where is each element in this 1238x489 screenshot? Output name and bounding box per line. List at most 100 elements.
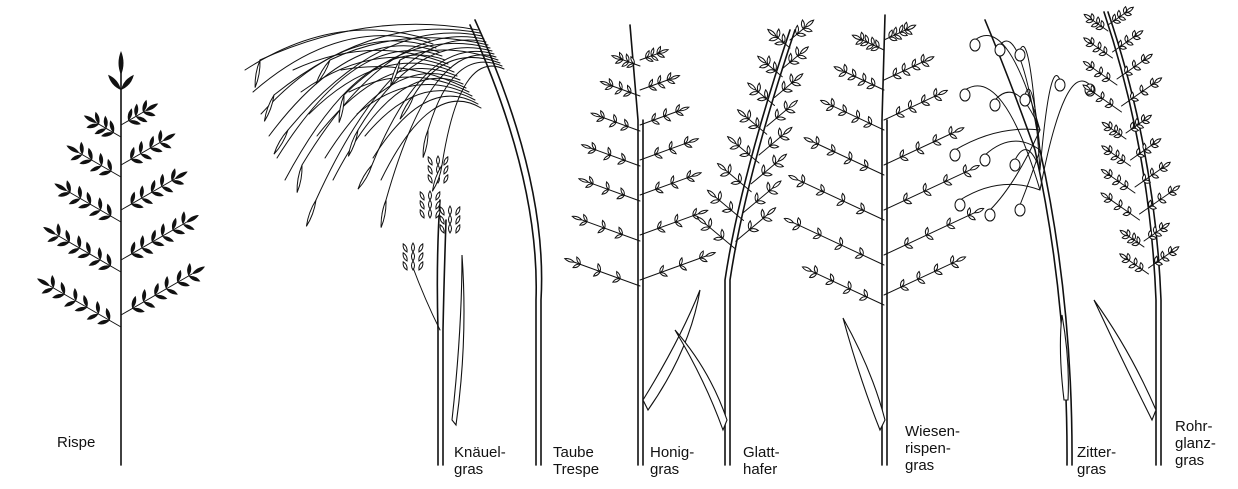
spikelet-mark bbox=[651, 56, 658, 61]
spikelet-mark bbox=[255, 60, 260, 88]
spikelet-mark bbox=[617, 195, 624, 199]
spikelet-mark bbox=[773, 62, 776, 71]
spikelet-mark bbox=[440, 225, 444, 233]
spikelet-mark bbox=[925, 57, 934, 61]
spikelet-mark bbox=[1169, 192, 1176, 195]
spikelet-mark bbox=[839, 112, 847, 115]
spikelet-mark bbox=[786, 110, 795, 113]
spikelet-mark bbox=[802, 267, 811, 271]
leaflet-mark bbox=[84, 116, 97, 124]
spikelet-mark bbox=[403, 244, 407, 252]
spikelet-mark bbox=[723, 209, 732, 212]
spikelet-mark bbox=[773, 181, 781, 188]
spikelet-mark bbox=[624, 93, 631, 97]
spikelet-mark bbox=[339, 95, 344, 123]
spikelet-mark bbox=[1169, 252, 1176, 255]
spikelet-mark bbox=[1145, 54, 1152, 59]
spikelet-mark bbox=[1128, 207, 1131, 214]
spikelet-mark bbox=[419, 253, 423, 261]
leaflet-mark bbox=[42, 288, 54, 294]
spikelet-mark bbox=[740, 119, 749, 122]
spikelet-mark bbox=[827, 152, 835, 155]
spikelet-mark bbox=[950, 149, 960, 161]
spikelet-mark bbox=[700, 258, 707, 262]
leaflet-mark bbox=[192, 267, 205, 275]
spikelet-mark bbox=[601, 82, 610, 86]
leaflet-mark bbox=[37, 279, 50, 287]
spikelet-mark bbox=[1117, 10, 1120, 17]
leaflet-mark bbox=[187, 263, 191, 276]
spikelet-mark bbox=[957, 257, 966, 261]
spikelet-mark bbox=[573, 264, 580, 268]
spikelet-mark bbox=[1091, 61, 1094, 68]
leaflet-mark bbox=[47, 236, 59, 242]
spikelet-mark bbox=[768, 29, 776, 36]
spikelet-mark bbox=[1143, 143, 1146, 150]
spikelet-mark bbox=[1091, 85, 1094, 92]
spikelet-mark bbox=[926, 235, 933, 239]
spikelet-mark bbox=[714, 237, 723, 240]
leaflet-mark bbox=[183, 224, 195, 230]
spikelet-mark bbox=[1171, 247, 1178, 252]
spikelet-mark bbox=[780, 137, 789, 140]
spikelet-mark bbox=[922, 102, 930, 105]
glatthafer-drawing bbox=[675, 20, 814, 465]
taube-trespe-drawing bbox=[255, 20, 542, 465]
spikelet-mark bbox=[860, 297, 868, 301]
spikelet-mark bbox=[646, 58, 653, 62]
spikelet-mark bbox=[970, 166, 979, 170]
spikelet-mark bbox=[419, 262, 423, 270]
spikelet-mark bbox=[711, 200, 720, 203]
spikelet-mark bbox=[775, 42, 784, 45]
spikelet-mark bbox=[903, 71, 910, 75]
spikelet-mark bbox=[456, 216, 460, 224]
spikelet-mark bbox=[763, 173, 772, 176]
spikelet-mark bbox=[1114, 20, 1121, 23]
spikelet-mark bbox=[950, 134, 957, 138]
spikelet-mark bbox=[423, 130, 428, 158]
spikelet-mark bbox=[610, 122, 617, 127]
spikelet-mark bbox=[789, 53, 792, 62]
label-rohrglanzgras: Rohr- glanz- gras bbox=[1175, 418, 1216, 469]
spikelet-mark bbox=[1153, 139, 1160, 144]
leaflet-mark bbox=[98, 265, 111, 270]
leaflet-mark bbox=[131, 253, 144, 258]
spikelet-mark bbox=[897, 114, 905, 117]
spikelet-mark bbox=[757, 83, 760, 92]
spikelet-mark bbox=[894, 75, 902, 78]
spikelet-mark bbox=[1101, 193, 1108, 198]
leaflet-mark bbox=[136, 116, 148, 122]
spikelet-mark bbox=[938, 90, 947, 94]
spikelet-mark bbox=[1151, 84, 1158, 87]
spikelet-mark bbox=[670, 76, 679, 80]
spikelet-mark bbox=[660, 273, 667, 277]
spikelet-mark bbox=[1135, 118, 1138, 125]
spikelet-mark bbox=[769, 137, 772, 146]
leaflet-mark bbox=[71, 155, 83, 161]
spikelet-mark bbox=[776, 117, 785, 120]
honiggras-drawing bbox=[565, 25, 715, 465]
spikelet-mark bbox=[777, 29, 780, 38]
spikelet-mark bbox=[857, 210, 865, 213]
spikelet-mark bbox=[935, 96, 942, 100]
spikelet-mark bbox=[858, 81, 865, 85]
rispe-panicle-drawing bbox=[37, 51, 205, 465]
leaflet-mark bbox=[186, 215, 199, 223]
spikelet-mark bbox=[429, 209, 432, 218]
spikelet-mark bbox=[789, 101, 797, 108]
spikelet-mark bbox=[1151, 144, 1158, 147]
spikelet-mark bbox=[813, 235, 821, 238]
spikelet-mark bbox=[1101, 21, 1104, 28]
spikelet-mark bbox=[773, 155, 776, 164]
spikelet-mark bbox=[621, 127, 628, 131]
leaflet-mark bbox=[121, 75, 134, 90]
spikelet-mark bbox=[748, 110, 751, 119]
leaflet-mark bbox=[131, 204, 144, 209]
spikelet-mark bbox=[1098, 42, 1101, 49]
leaflet-mark bbox=[158, 130, 162, 143]
leaflet-mark bbox=[86, 124, 99, 129]
spikelet-mark bbox=[1109, 169, 1112, 176]
spikelet-mark bbox=[1118, 175, 1121, 182]
spikelet-mark bbox=[767, 208, 775, 215]
leaflet-mark bbox=[73, 288, 77, 301]
